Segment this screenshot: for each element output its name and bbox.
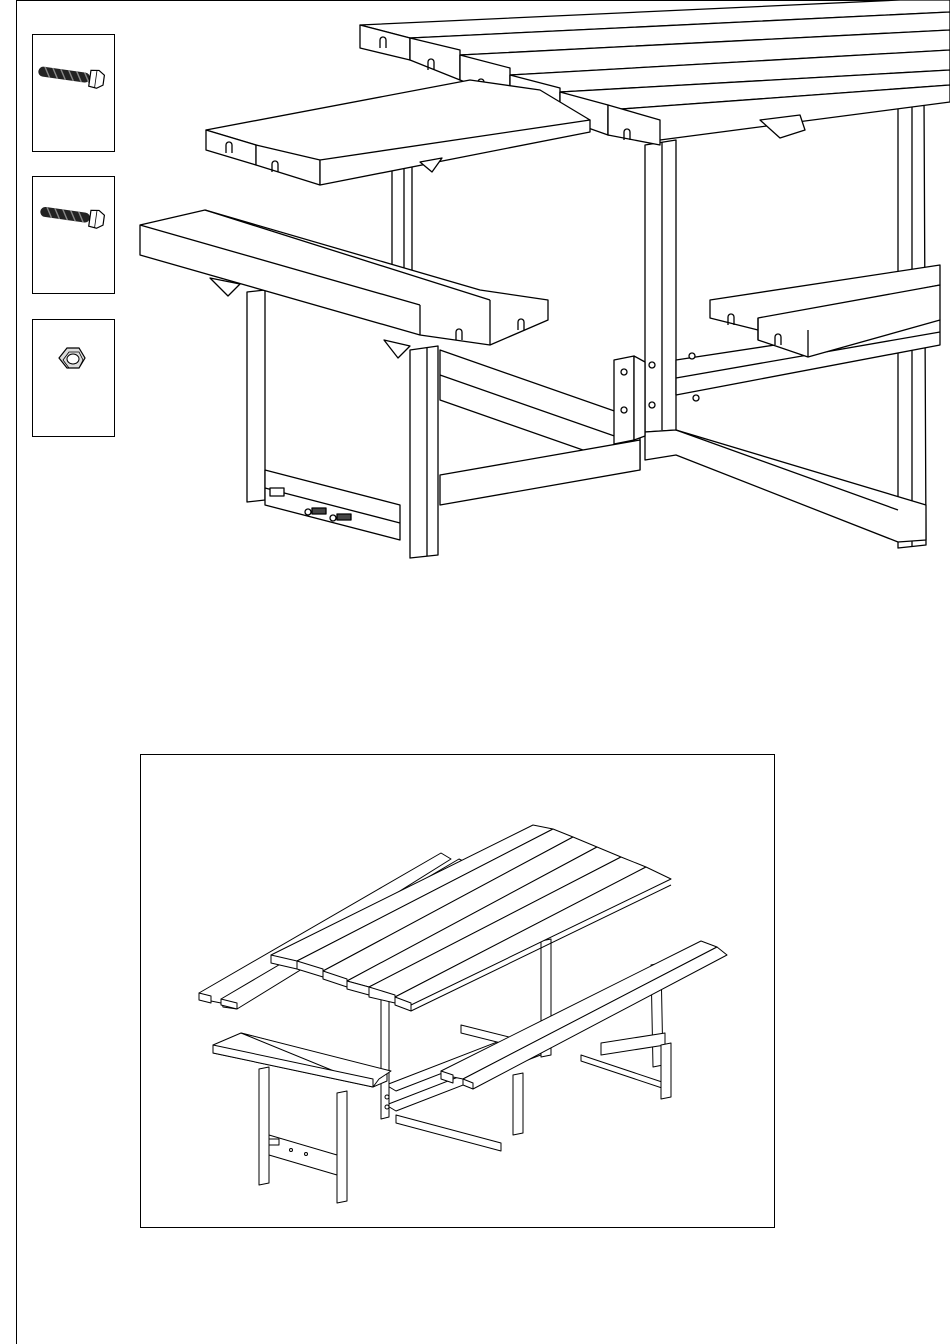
table-crossbar — [645, 430, 926, 542]
table-leg-center — [645, 140, 676, 432]
bench-stretcher — [440, 350, 640, 505]
bench-assembly-detail-illustration — [0, 0, 950, 600]
bench-back-left — [206, 80, 590, 185]
final-assembled-view — [140, 754, 775, 1228]
picnic-table-assembled-illustration — [141, 755, 776, 1229]
